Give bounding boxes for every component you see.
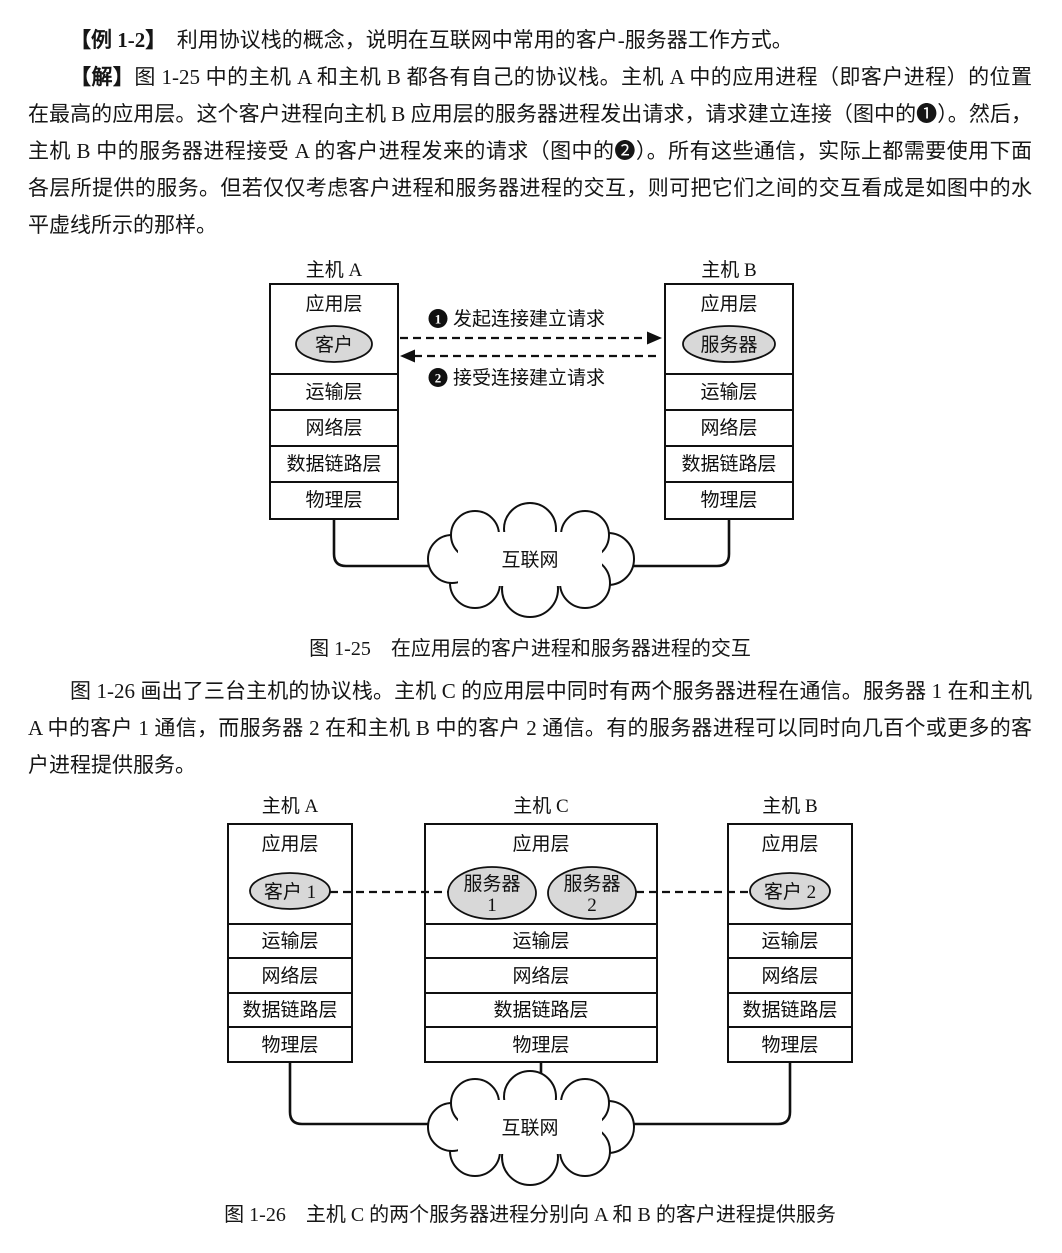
- figure-1-25-caption: 图 1-25 在应用层的客户进程和服务器进程的交互: [309, 638, 751, 660]
- fig26-cloud-label: 互联网: [501, 1117, 558, 1139]
- fig26-wire-host-b: [590, 1062, 792, 1126]
- paragraph-solution: 【解】图 1-25 中的主机 A 和主机 B 都各有自己的协议栈。主机 A 中的…: [28, 59, 1032, 244]
- fig26-host-c-layer-transport: 运输层: [512, 930, 569, 952]
- fig25-accept-arrowhead-icon: [400, 349, 415, 363]
- fig26-host-b-layer-transport: 运输层: [761, 930, 818, 952]
- fig26-intro-body: 图 1-26 画出了三台主机的协议栈。主机 C 的应用层中同时有两个服务器进程在…: [28, 679, 1032, 777]
- fig25-client-process-ellipse: [295, 325, 373, 363]
- fig26-host-c-title: 主机 C: [513, 795, 568, 817]
- fig25-host-a-layer-application: 应用层: [305, 293, 362, 315]
- fig26-host-a-layer-physical: 物理层: [261, 1034, 318, 1056]
- fig26-host-b-layer-network: 网络层: [761, 965, 818, 987]
- fig26-client1-label: 客户 1: [264, 881, 316, 903]
- fig26-host-b-title: 主机 B: [762, 795, 817, 817]
- fig26-host-c-layer-application: 应用层: [512, 833, 569, 855]
- fig26-host-c-layer-network: 网络层: [512, 965, 569, 987]
- figure-1-25: 主机 A 应用层 客户 运输层 网络层 数据链路层 物理层 主机 B 应用层: [28, 254, 1032, 661]
- fig25-host-a-layer-network: 网络层: [305, 417, 362, 439]
- fig25-host-b-stack-box: [664, 283, 794, 520]
- fig25-wire-host-a: [332, 519, 470, 568]
- fig26-host-a-stack-box: [227, 823, 353, 1063]
- fig26-client2-process-ellipse: [749, 872, 831, 910]
- fig26-host-c-layer-datalink: 数据链路层: [493, 999, 588, 1021]
- fig25-server-label: 服务器: [700, 334, 757, 356]
- fig26-host-a-layer-network: 网络层: [261, 965, 318, 987]
- fig25-host-a-title: 主机 A: [306, 259, 363, 281]
- fig26-host-b-layer-application: 应用层: [761, 833, 818, 855]
- figure-1-26-diagram: 主机 A 应用层 客户 1 运输层 网络层 数据链路层 物理层 主机 C 应用层: [227, 795, 853, 1186]
- fig26-host-b-layer-datalink: 数据链路层: [742, 999, 837, 1021]
- fig25-cloud-label: 互联网: [501, 549, 558, 571]
- fig26-host-a: 主机 A 应用层 客户 1 运输层 网络层 数据链路层 物理层: [227, 795, 353, 1063]
- fig25-host-b-layer-application: 应用层: [700, 293, 757, 315]
- fig25-step1-badge-icon: [428, 309, 448, 328]
- figure-1-26-caption: 图 1-26 主机 C 的两个服务器进程分别向 A 和 B 的客户进程提供服务: [224, 1204, 836, 1226]
- fig25-internet-cloud: 互联网: [427, 502, 635, 618]
- fig25-host-b-layer-network: 网络层: [700, 417, 757, 439]
- fig26-client2-label: 客户 2: [764, 881, 816, 903]
- example-tag: 【例 1-2】: [70, 28, 156, 52]
- fig26-server2-label-line1: 服务器: [563, 873, 620, 895]
- fig25-step2-badge-icon: [428, 368, 448, 387]
- fig25-host-b-layer-transport: 运输层: [700, 381, 757, 403]
- solution-tag: 【解】: [70, 65, 135, 89]
- figure-1-26: 主机 A 应用层 客户 1 运输层 网络层 数据链路层 物理层 主机 C 应用层: [28, 794, 1032, 1227]
- fig25-wire-host-b: [590, 519, 731, 568]
- fig25-request-arrowhead-icon: [647, 331, 662, 345]
- fig25-host-b-layer-datalink: 数据链路层: [681, 453, 776, 475]
- fig25-cloud-body: [458, 532, 602, 586]
- figure-1-25-diagram: 主机 A 应用层 客户 运输层 网络层 数据链路层 物理层 主机 B 应用层: [269, 259, 794, 618]
- fig26-host-a-layer-datalink: 数据链路层: [242, 999, 337, 1021]
- fig26-host-a-layer-application: 应用层: [261, 833, 318, 855]
- paragraph-fig26-intro: 图 1-26 画出了三台主机的协议栈。主机 C 的应用层中同时有两个服务器进程在…: [28, 673, 1032, 784]
- fig25-host-a-layer-physical: 物理层: [305, 489, 362, 511]
- fig25-host-a-layer-datalink: 数据链路层: [286, 453, 381, 475]
- fig25-interaction-arrows: 1 发起连接建立请求 2 接受连接建立请求: [400, 308, 662, 389]
- fig25-step2-number: 2: [435, 371, 442, 386]
- fig26-host-a-title: 主机 A: [262, 795, 319, 817]
- fig26-host-c-stack-box: [424, 823, 658, 1063]
- fig26-internet-cloud: 互联网: [427, 1070, 635, 1186]
- fig25-host-b-layer-physical: 物理层: [700, 489, 757, 511]
- fig25-host-a-stack-box: [269, 283, 399, 520]
- example-body: 利用协议栈的概念，说明在互联网中常用的客户-服务器工作方式。: [155, 28, 793, 52]
- fig26-host-b-layer-physical: 物理层: [761, 1034, 818, 1056]
- fig25-host-b-title: 主机 B: [701, 259, 756, 281]
- fig25-step1-number: 1: [435, 312, 442, 327]
- fig26-wire-host-a: [288, 1062, 470, 1126]
- fig25-request-arrow-label: 发起连接建立请求: [453, 308, 605, 330]
- fig25-client-label: 客户: [315, 334, 353, 356]
- fig25-host-a-layer-transport: 运输层: [305, 381, 362, 403]
- fig25-server-process-ellipse: [682, 325, 776, 363]
- solution-body: 图 1-25 中的主机 A 和主机 B 都各有自己的协议栈。主机 A 中的应用进…: [28, 65, 1033, 237]
- fig26-server1-label-line2: 1: [487, 895, 497, 916]
- fig25-accept-arrow-label: 接受连接建立请求: [453, 367, 605, 389]
- fig25-host-b: 主机 B 应用层 服务器 运输层 网络层 数据链路层 物理层: [664, 259, 794, 520]
- fig25-host-a: 主机 A 应用层 客户 运输层 网络层 数据链路层 物理层: [269, 259, 399, 520]
- fig26-host-a-layer-transport: 运输层: [261, 930, 318, 952]
- fig26-server2-label-line2: 2: [587, 895, 597, 916]
- fig26-host-c: 主机 C 应用层 服务器 1 服务器 2 运输层 网络层 数据链路层 物理层: [424, 795, 658, 1063]
- paragraph-example: 【例 1-2】 利用协议栈的概念，说明在互联网中常用的客户-服务器工作方式。: [28, 22, 1032, 59]
- fig26-cloud-body: [458, 1100, 602, 1154]
- fig26-host-c-layer-physical: 物理层: [512, 1034, 569, 1056]
- fig26-server1-label-line1: 服务器: [463, 873, 520, 895]
- fig26-host-b-stack-box: [727, 823, 853, 1063]
- fig26-host-b: 主机 B 应用层 客户 2 运输层 网络层 数据链路层 物理层: [727, 795, 853, 1063]
